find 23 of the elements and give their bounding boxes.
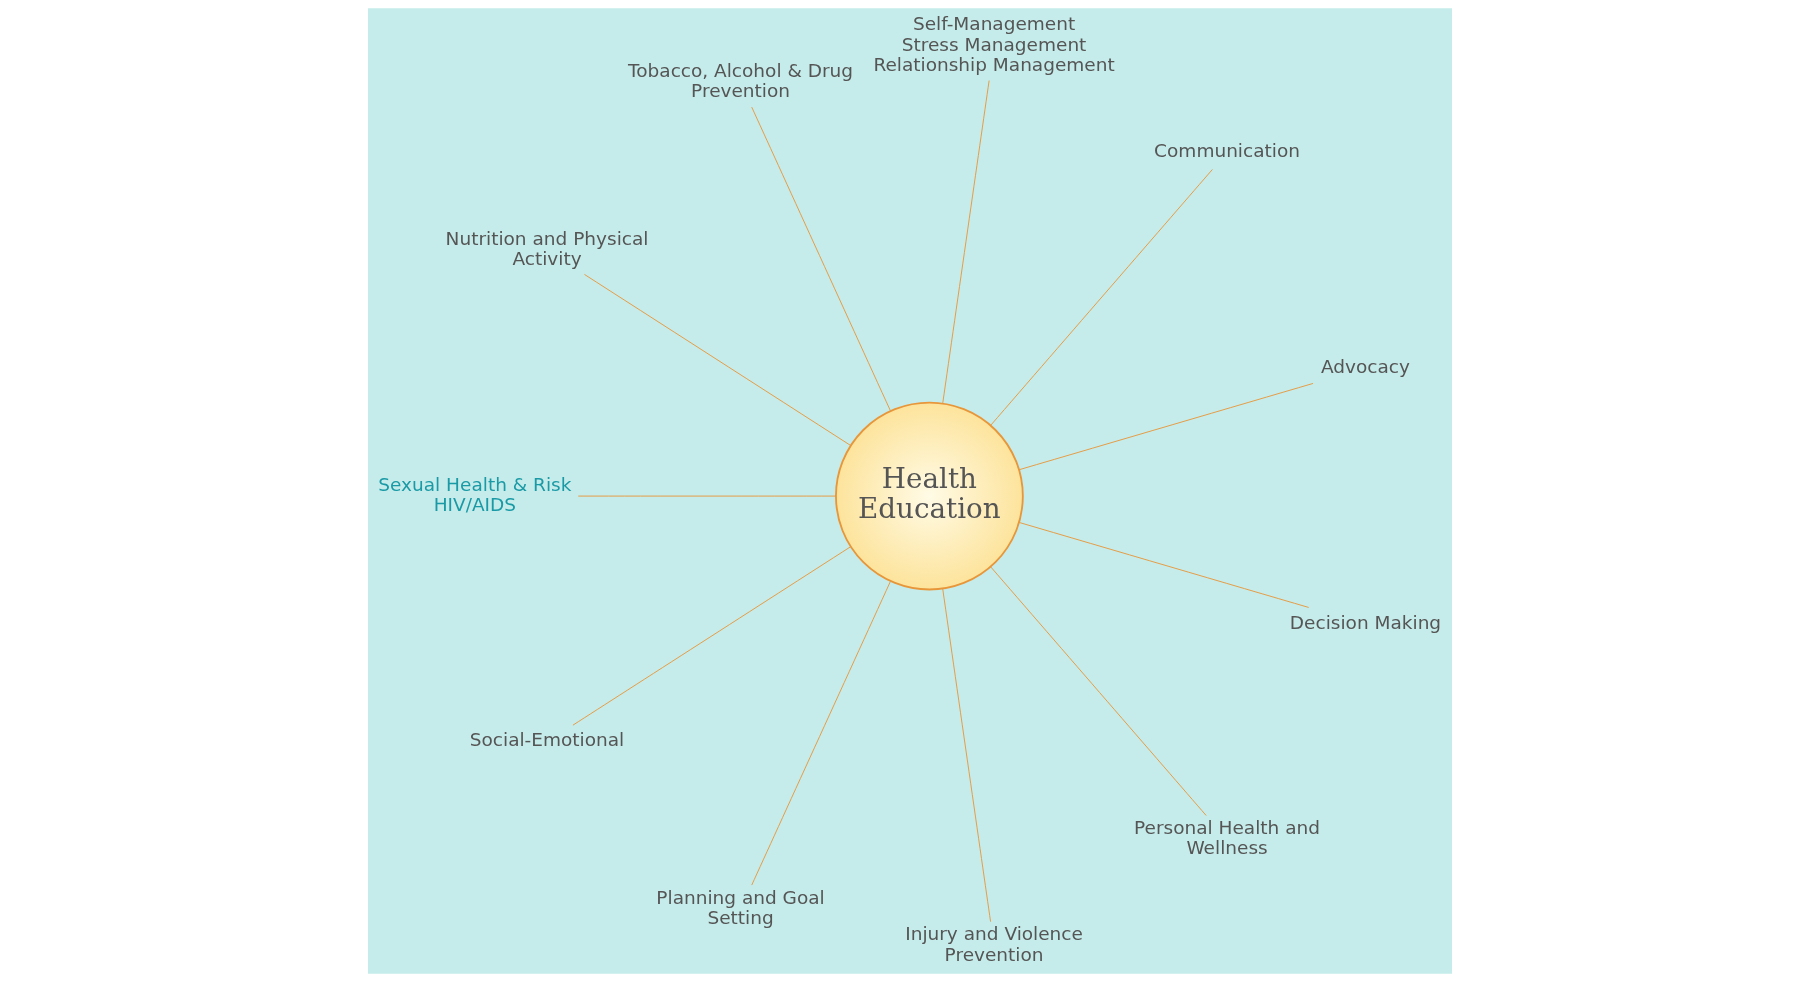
node-text: Communication <box>1154 140 1300 162</box>
node-text: Sexual Health & Risk HIV/AIDS <box>378 473 572 515</box>
connector <box>1018 382 1314 471</box>
node-text: Tobacco, Alcohol & Drug Prevention <box>628 60 854 102</box>
node-text: Decision Making <box>1289 611 1442 633</box>
connector <box>1018 522 1310 608</box>
node-text: Social-Emotional <box>469 729 625 751</box>
connector <box>577 495 837 497</box>
node-text: Nutrition and Physical Activity <box>445 227 649 270</box>
node-text: Planning and Goal Setting <box>656 886 825 929</box>
connector <box>990 169 1213 426</box>
node-text: Personal Health and Wellness <box>1134 817 1321 859</box>
connector <box>990 566 1207 816</box>
connector <box>942 80 990 404</box>
connector <box>751 106 891 412</box>
node-text: Advocacy <box>1321 355 1410 377</box>
node-text: Injury and Violence Prevention <box>905 923 1083 965</box>
node-circle: Health Education <box>835 401 1024 591</box>
connector <box>584 273 852 446</box>
connector <box>572 546 852 726</box>
node-text: Self-Management Stress Management Relationship Management <box>873 13 1115 76</box>
connector <box>751 580 891 886</box>
connector <box>942 588 992 923</box>
